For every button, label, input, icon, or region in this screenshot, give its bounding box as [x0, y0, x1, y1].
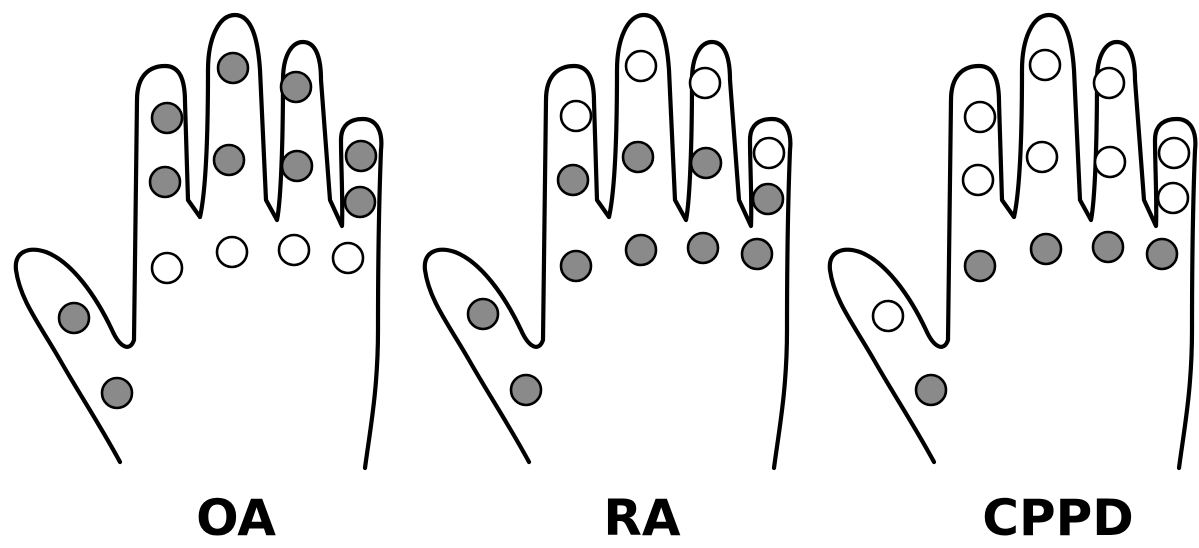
hand-outline	[830, 15, 1196, 468]
ring-mcp-joint	[1093, 232, 1123, 262]
ring-dip-joint	[690, 68, 720, 98]
index-dip-joint	[152, 103, 182, 133]
ring-pip-joint	[691, 148, 721, 178]
index-mcp-joint	[965, 251, 995, 281]
little-mcp-joint	[1147, 239, 1177, 269]
little-mcp-joint	[742, 239, 772, 269]
index-mcp-joint	[152, 253, 182, 283]
ring-mcp-joint	[279, 235, 309, 265]
panel-label-oa: OA	[196, 489, 276, 547]
hand-panel-cppd: CPPD	[830, 15, 1196, 547]
ring-dip-joint	[281, 72, 311, 102]
hand-panel-oa: OA	[16, 15, 382, 547]
little-pip-joint	[1158, 183, 1188, 213]
index-pip-joint	[558, 165, 588, 195]
little-dip-joint	[1159, 138, 1189, 168]
middle-dip-joint	[626, 51, 656, 81]
thumb-mcp-joint	[102, 378, 132, 408]
hand-panel-ra: RA	[425, 15, 791, 547]
little-dip-joint	[754, 138, 784, 168]
middle-mcp-joint	[1031, 234, 1061, 264]
middle-pip-joint	[214, 145, 244, 175]
ring-pip-joint	[282, 151, 312, 181]
little-pip-joint	[345, 187, 375, 217]
thumb-ip-joint	[59, 303, 89, 333]
middle-dip-joint	[1030, 50, 1060, 80]
middle-pip-joint	[1027, 142, 1057, 172]
hand-outline	[425, 15, 791, 468]
thumb-mcp-joint	[916, 375, 946, 405]
panel-label-cppd: CPPD	[982, 489, 1134, 547]
index-mcp-joint	[561, 251, 591, 281]
ring-dip-joint	[1094, 68, 1124, 98]
hand-outline	[16, 15, 382, 468]
middle-mcp-joint	[626, 235, 656, 265]
little-mcp-joint	[333, 243, 363, 273]
thumb-mcp-joint	[511, 375, 541, 405]
panel-label-ra: RA	[603, 489, 681, 547]
index-dip-joint	[965, 102, 995, 132]
index-pip-joint	[150, 167, 180, 197]
middle-mcp-joint	[217, 237, 247, 267]
thumb-ip-joint	[873, 301, 903, 331]
little-pip-joint	[753, 184, 783, 214]
ring-pip-joint	[1095, 147, 1125, 177]
index-pip-joint	[963, 165, 993, 195]
middle-pip-joint	[623, 142, 653, 172]
index-dip-joint	[561, 101, 591, 131]
thumb-ip-joint	[468, 299, 498, 329]
ring-mcp-joint	[688, 233, 718, 263]
middle-dip-joint	[218, 53, 248, 83]
little-dip-joint	[346, 141, 376, 171]
